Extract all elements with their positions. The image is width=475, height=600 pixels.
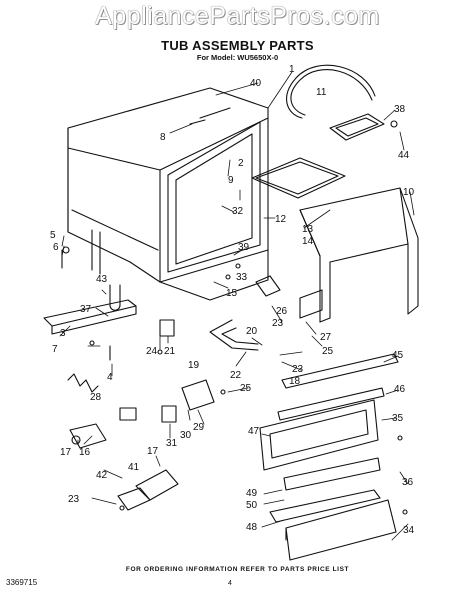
callout-32: 32 [232,206,244,217]
callout-23b: 23 [292,364,304,375]
callout-5: 5 [50,230,56,241]
leader-lines [59,71,415,541]
callout-19: 19 [188,360,200,371]
callout-25b: 25 [240,383,252,394]
hose-part-11 [286,64,376,119]
callout-7: 7 [52,344,58,355]
ordering-note: FOR ORDERING INFORMATION REFER TO PARTS … [125,566,350,573]
callout-45: 45 [392,350,404,361]
callout-47: 47 [248,426,260,437]
callout-31: 31 [166,438,178,449]
callout-23c: 23 [68,494,80,505]
callout-3: 3 [60,328,66,339]
callout-46: 46 [394,384,406,395]
callout-42: 42 [96,470,108,481]
callout-8: 8 [160,132,166,143]
callout-30: 30 [180,430,192,441]
callout-10: 10 [403,187,415,198]
callout-12: 12 [275,214,287,225]
float-part-43 [109,284,121,311]
callout-37: 37 [80,304,92,315]
callout-26: 26 [276,306,288,317]
spring-part-28 [67,373,99,393]
watermark: AppliancePartsPros.com [95,2,380,30]
callout-36: 36 [402,477,414,488]
tub-assembly [67,87,269,301]
page-number: 4 [228,580,232,587]
hose-part-20 [209,319,259,351]
callout-41: 41 [128,462,140,473]
callout-40: 40 [250,78,262,89]
callout-39: 39 [238,242,250,253]
callout-4: 4 [107,372,113,383]
bracket-part-41 [117,469,179,511]
frame-part-10 [299,187,419,323]
panel-part-13 [251,157,346,199]
screws [62,120,408,515]
pump-component [159,275,323,337]
callout-20: 20 [246,326,258,337]
callout-38: 38 [394,104,406,115]
callout-24: 24 [146,346,158,357]
callout-11: 11 [316,87,327,98]
callout-29: 29 [193,422,205,433]
callout-17a: 17 [60,447,72,458]
callout-13: 13 [302,224,314,235]
callout-49: 49 [246,488,258,499]
callout-48: 48 [246,522,258,533]
callout-25a: 25 [322,346,334,357]
callout-1: 1 [289,64,295,75]
callout-9: 9 [228,175,234,186]
callout-17b: 17 [147,446,159,457]
callout-28: 28 [90,392,102,403]
callout-18: 18 [289,376,301,387]
block-part-4 [119,407,137,421]
callout-50: 50 [246,500,258,511]
callout-33: 33 [236,272,248,283]
model-subtitle: For Model: WU5650X-0 [196,53,279,62]
valve-part-16 [69,423,107,449]
callout-43: 43 [96,274,108,285]
callout-14: 14 [302,236,314,247]
callout-6: 6 [53,242,59,253]
callout-21: 21 [164,346,176,357]
callout-2: 2 [238,158,244,169]
callout-34: 34 [403,525,415,536]
document-number: 3369715 [6,578,38,587]
callout-23a: 23 [272,318,284,329]
solenoid-assembly [161,379,215,423]
callout-27: 27 [320,332,332,343]
callout-labels: 1 2 3 4 5 6 7 8 9 10 11 12 13 14 15 16 1… [50,64,415,536]
callout-15: 15 [226,288,238,299]
callout-44: 44 [398,150,410,161]
callout-22: 22 [230,370,242,381]
gasket-part-38 [329,113,385,141]
callout-16: 16 [79,447,91,458]
diagram-title: TUB ASSEMBLY PARTS [161,38,314,53]
callout-35: 35 [392,413,404,424]
base-bracket-part-3 [43,299,137,335]
toe-panel-assembly [259,353,399,561]
